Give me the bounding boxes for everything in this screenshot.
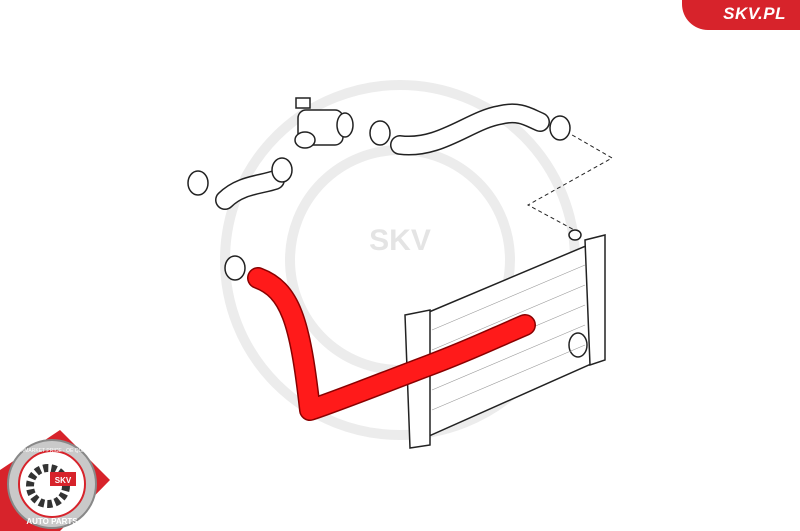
radiator-fins bbox=[431, 264, 586, 411]
hose-clamps bbox=[187, 115, 571, 353]
brand-site-label: SKV.PL bbox=[723, 4, 786, 23]
skv-auto-parts-badge: SKV AFTERMARKET PRICE · OE QUALITY AUTO … bbox=[0, 430, 110, 531]
small-hose bbox=[215, 170, 285, 210]
badge-center-text: SKV bbox=[55, 476, 72, 485]
brand-tab: SKV.PL bbox=[682, 0, 800, 30]
upper-hose bbox=[390, 103, 550, 156]
leader-line bbox=[526, 127, 614, 233]
thermostat-housing bbox=[294, 97, 354, 149]
badge-bottom-text: AUTO PARTS bbox=[26, 517, 78, 526]
watermark-text: SKV bbox=[369, 224, 431, 257]
highlighted-radiator-hose bbox=[247, 267, 536, 421]
badge-top-text: AFTERMARKET PRICE · OE QUALITY bbox=[8, 448, 97, 454]
